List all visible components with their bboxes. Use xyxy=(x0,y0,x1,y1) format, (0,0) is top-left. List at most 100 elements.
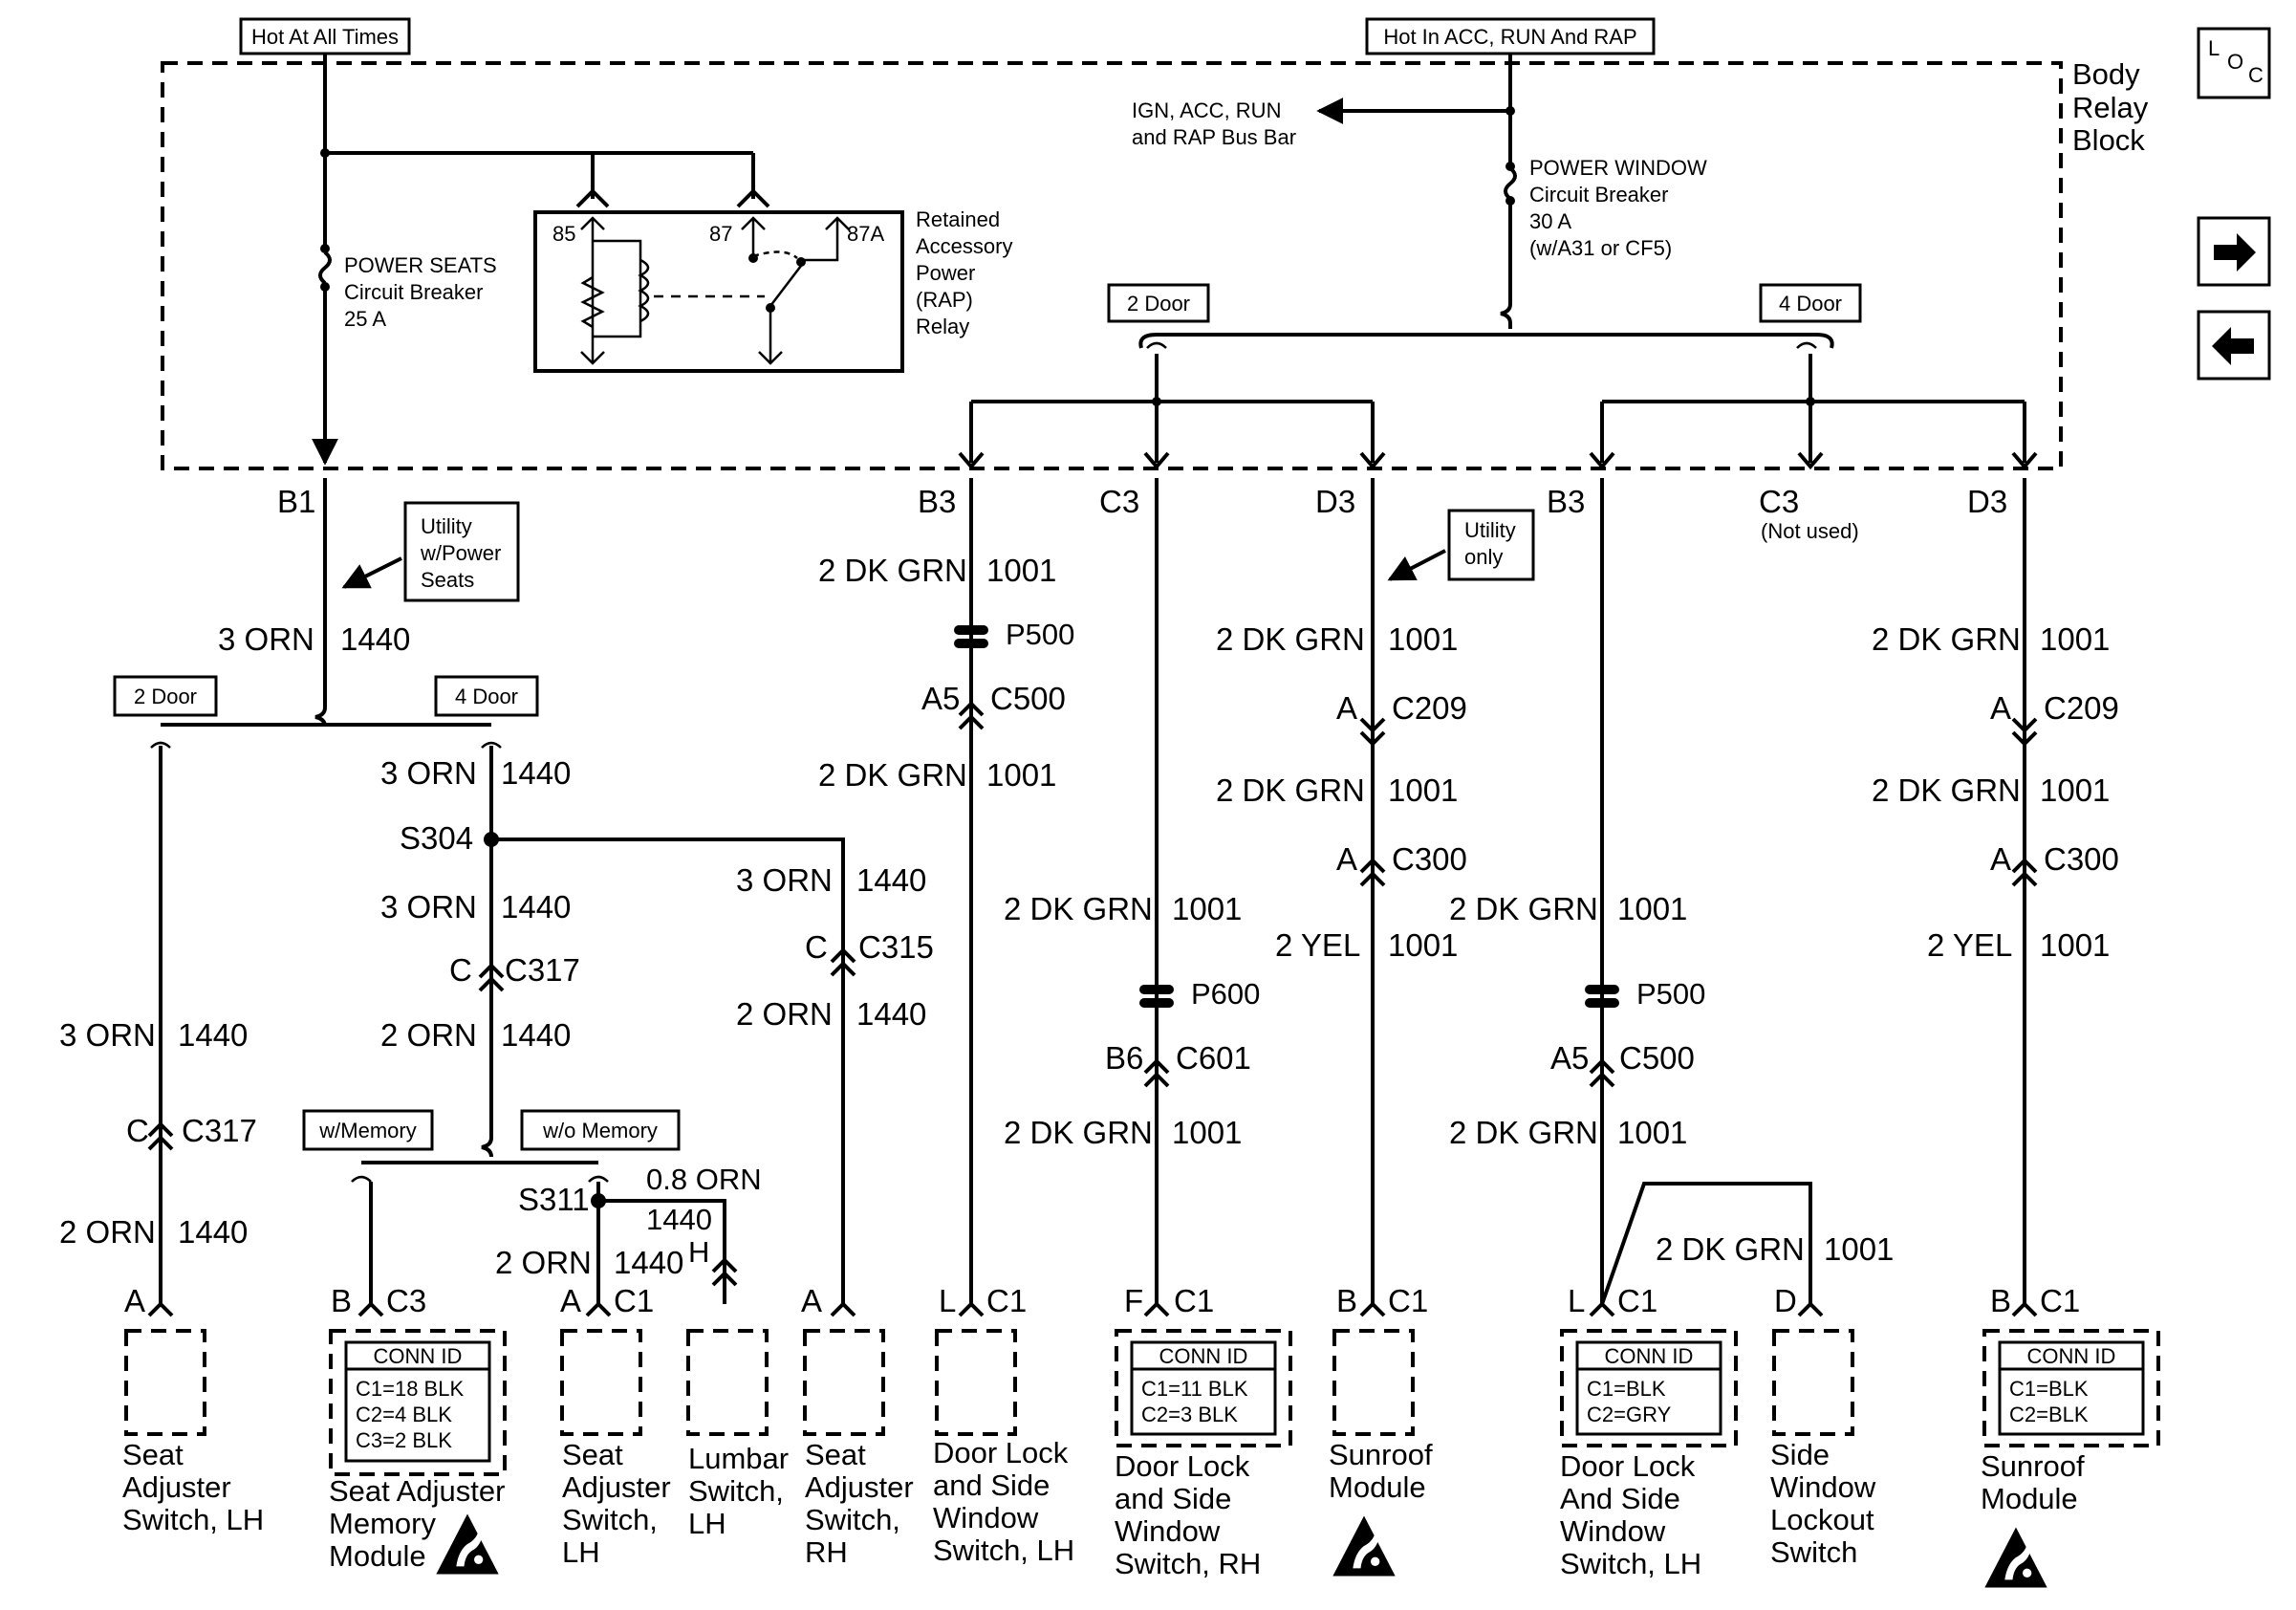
seat-breaker-label-3: 25 A xyxy=(344,307,386,331)
inline-p500 xyxy=(954,639,988,648)
lumbar-wire xyxy=(598,1199,726,1304)
relay-pin-87: 87 xyxy=(709,222,732,246)
relay-name-4: (RAP) xyxy=(916,288,973,312)
nav-icons: L O C xyxy=(2197,27,2271,381)
wire-label: 2 DK GRN xyxy=(1872,621,2021,657)
inline-p500-label: P500 xyxy=(1636,977,1705,1011)
connector-c300 xyxy=(2011,858,2038,887)
conn-id-title: CONN ID xyxy=(2027,1344,2116,1368)
conn-id-line: C1=11 BLK xyxy=(1141,1377,1248,1401)
connector-c500 xyxy=(1589,1058,1615,1088)
breaker-dot xyxy=(320,244,330,253)
pin-b3-4door: B3 xyxy=(1547,484,1585,519)
seat-door-split xyxy=(161,707,491,728)
connector-pin-h: H xyxy=(688,1235,709,1269)
component-box xyxy=(686,1329,769,1436)
pin-b3-2door: B3 xyxy=(918,484,956,519)
wire-label: 3 ORN xyxy=(380,755,477,791)
conn-id-box xyxy=(1575,1340,1722,1436)
window-breaker-label-1: POWER WINDOW xyxy=(1529,156,1707,180)
connector-h xyxy=(711,1257,738,1287)
relay-switch-arc xyxy=(752,250,798,259)
utility-seats-pointer xyxy=(341,556,402,589)
component-box xyxy=(1772,1329,1854,1436)
connector-c315 xyxy=(830,947,856,977)
wire-label: 2 DK GRN xyxy=(1656,1231,1805,1267)
comp-name: Switch, LH xyxy=(122,1503,264,1536)
inline-p600 xyxy=(1139,985,1174,994)
comp-pin: B xyxy=(1336,1283,1357,1318)
connector-c601 xyxy=(1143,1058,1170,1088)
comp-name: Module xyxy=(329,1539,426,1573)
option-2door-box xyxy=(1107,283,1210,323)
wire-label: 1440 xyxy=(856,996,926,1032)
option-4door-box xyxy=(1759,283,1862,323)
comp-name: Window xyxy=(933,1501,1039,1534)
wire-label: 3 ORN xyxy=(736,862,833,898)
comp-name: Lumbar xyxy=(688,1442,789,1475)
prev-arrow-icon[interactable] xyxy=(2197,310,2271,381)
relay-name-3: Power xyxy=(916,261,975,285)
input-arrow xyxy=(1589,1301,1615,1317)
option-arcs xyxy=(1146,341,1817,349)
comp-name: Sunroof xyxy=(1329,1438,1433,1471)
connector-pin-c: C xyxy=(805,929,828,965)
comp-conn: C1 xyxy=(986,1283,1027,1318)
connector-c300-label: C300 xyxy=(1392,841,1467,877)
wo-memory-box xyxy=(520,1109,681,1151)
comp-pin: A xyxy=(124,1283,145,1318)
input-arrow xyxy=(2011,1301,2038,1317)
wire-label: 3 ORN xyxy=(380,889,477,925)
wire-label: 1440 xyxy=(501,755,571,791)
input-arrow xyxy=(1359,1301,1386,1317)
pin-c3-4door: C3 xyxy=(1759,484,1799,519)
utility-seats-note-box xyxy=(403,501,520,602)
utility-only-box xyxy=(1447,509,1535,581)
wire-label: 1001 xyxy=(1172,891,1242,926)
conn-id-title: CONN ID xyxy=(1159,1344,1248,1368)
svg-text:C: C xyxy=(2248,63,2264,87)
door-option-split xyxy=(1157,303,1816,337)
conn-id-title: CONN ID xyxy=(1605,1344,1694,1368)
conn-id-line: C2=3 BLK xyxy=(1141,1403,1238,1426)
relay-resistor xyxy=(580,275,605,329)
connector-c300-label: C300 xyxy=(2044,841,2119,877)
comp-pin: A xyxy=(560,1283,581,1318)
input-arrow xyxy=(147,1301,174,1317)
wire-label: 2 DK GRN xyxy=(818,757,967,793)
comp-pin: B xyxy=(1990,1283,2011,1318)
conn-id-line: C1=BLK xyxy=(1587,1377,1666,1401)
connector-c317-left xyxy=(147,1121,174,1151)
conn-id-line: C2=GRY xyxy=(1587,1403,1672,1426)
comp-name: Window xyxy=(1560,1514,1666,1548)
wire-label: 1001 xyxy=(1388,621,1458,657)
wire-label: 1440 xyxy=(856,862,926,898)
component-box xyxy=(803,1329,885,1436)
wire-label: 1440 xyxy=(614,1245,683,1280)
loc-icon[interactable]: L O C xyxy=(2197,27,2271,99)
pin-drops xyxy=(969,402,2026,463)
wire-label: 3 ORN xyxy=(218,621,314,657)
rap-relay-feed xyxy=(325,151,755,199)
relay-input-chevrons xyxy=(575,188,770,208)
comp-name: Door Lock xyxy=(1115,1449,1250,1483)
wire-label: 2 ORN xyxy=(736,996,833,1032)
connector-pin-c: C xyxy=(449,952,472,988)
component-box xyxy=(1560,1329,1738,1447)
window-circuits: 2 DK GRN 1001 P500 A5 C500 2 DK GRN 1001… xyxy=(818,478,2119,1318)
conn-id-box xyxy=(1998,1340,2145,1436)
connector-c601-label: C601 xyxy=(1176,1040,1251,1076)
relay-name-2: Accessory xyxy=(916,234,1012,258)
connector-pin-a: A xyxy=(1336,841,1357,877)
comp-name: Sunroof xyxy=(1981,1449,2085,1483)
seat-circuit: Utility w/Power Seats 3 ORN 1440 2 Door … xyxy=(59,478,934,1318)
relay-block-boundary xyxy=(161,61,2063,470)
component-box xyxy=(124,1329,206,1436)
relay-contact-dot xyxy=(748,253,758,263)
utility-only-1: Utility xyxy=(1464,518,1516,542)
comp-pin: F xyxy=(1124,1283,1143,1318)
connector-c209 xyxy=(2011,717,2038,747)
wire-label: 1001 xyxy=(2040,927,2110,963)
comp-name: Seat xyxy=(122,1438,184,1471)
next-arrow-icon[interactable] xyxy=(2197,216,2271,287)
